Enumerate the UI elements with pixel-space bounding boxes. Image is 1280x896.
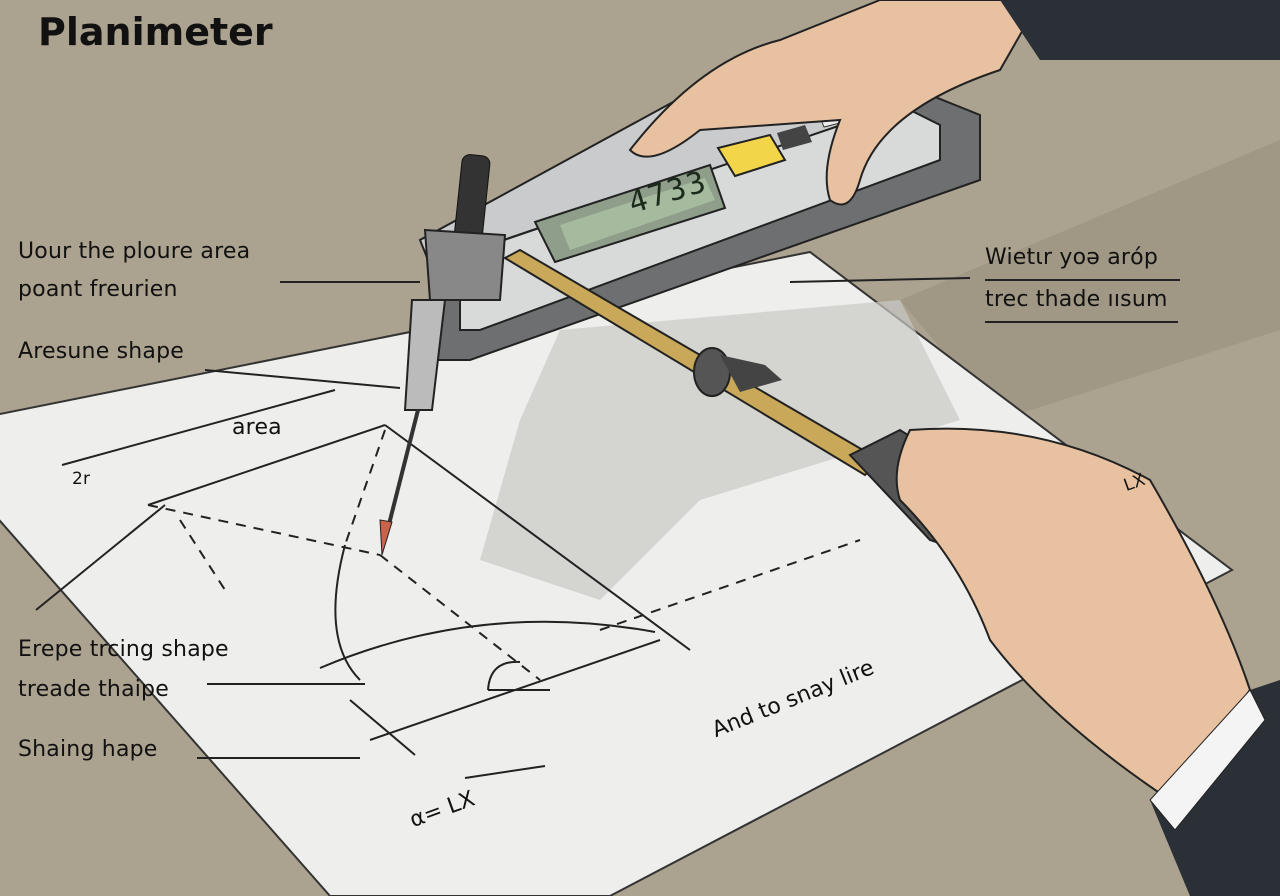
label-2r: 2r bbox=[72, 469, 91, 489]
page-title: Planimeter bbox=[38, 10, 273, 54]
dark-button bbox=[777, 125, 812, 150]
label-area: area bbox=[232, 415, 282, 440]
label-bottom-left-1: Erepe trcing shape bbox=[18, 637, 229, 662]
label-bottom-left-3: Shaing hape bbox=[18, 737, 158, 762]
arrow-button bbox=[716, 133, 787, 178]
label-top-left-2: poant freurien bbox=[18, 277, 178, 302]
label-right-1: Wietɩr yoǝ arόp bbox=[985, 245, 1158, 270]
label-shape: Aresune shape bbox=[18, 339, 185, 364]
label-top-left-1: Uour the ploure area bbox=[18, 239, 251, 264]
label-bottom-left-2: treade thaipe bbox=[18, 677, 169, 702]
label-right-2: trec thade ıısum bbox=[985, 287, 1168, 312]
